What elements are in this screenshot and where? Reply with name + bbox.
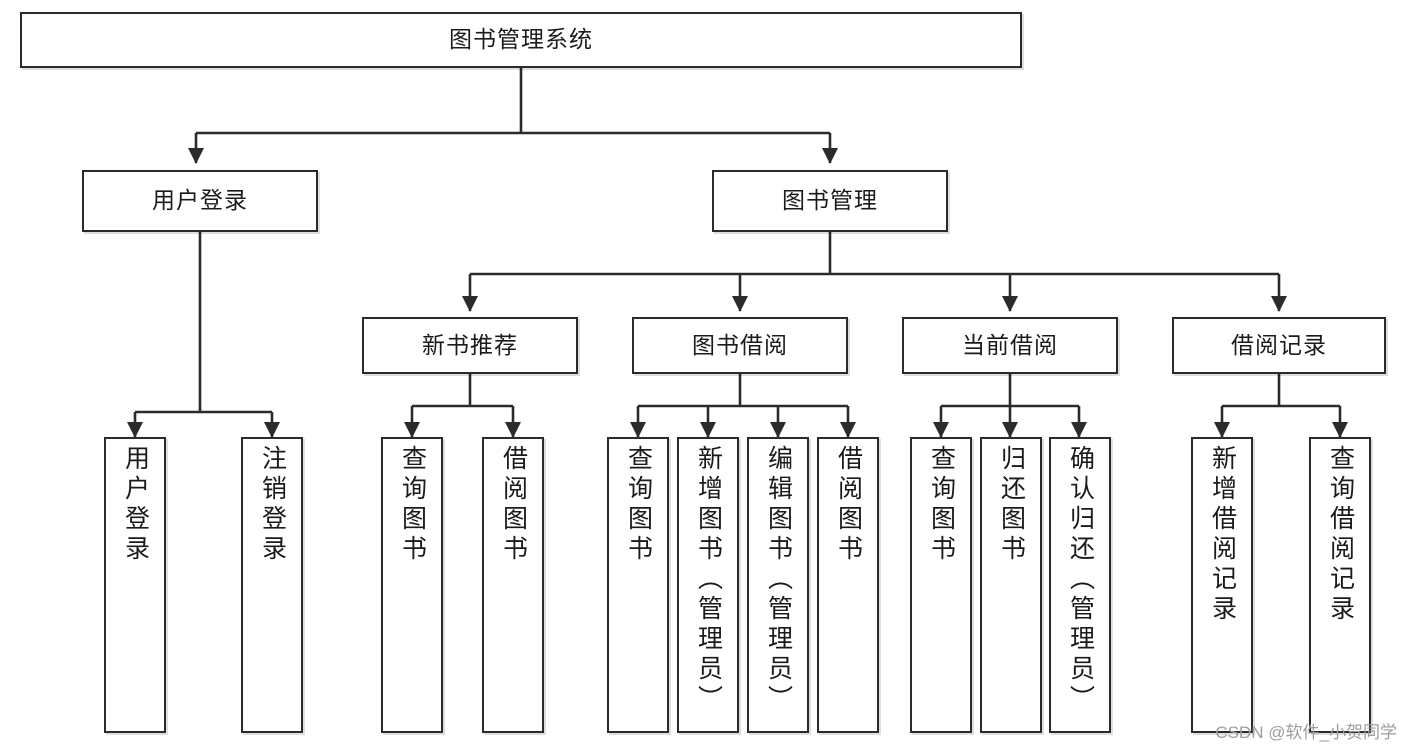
- node-leaf-query-book-3[interactable]: 查询图书: [910, 437, 972, 733]
- node-leaf-query-book-3-label: 查询图书: [927, 445, 956, 565]
- node-user-login[interactable]: 用户登录: [82, 170, 318, 232]
- node-current-borrow[interactable]: 当前借阅: [902, 317, 1118, 374]
- node-leaf-user-login[interactable]: 用户登录: [104, 437, 166, 733]
- node-leaf-confirm-return[interactable]: 确认归还（管理员）: [1049, 437, 1111, 733]
- node-leaf-logout-login-label: 注销登录: [258, 445, 287, 565]
- node-new-book-recommend[interactable]: 新书推荐: [362, 317, 578, 374]
- node-leaf-query-book-1[interactable]: 查询图书: [381, 437, 443, 733]
- node-book-management-label: 图书管理: [782, 187, 878, 214]
- node-leaf-query-book-2-label: 查询图书: [624, 445, 653, 565]
- csdn-watermark: CSDN @软件_小贺同学: [1215, 723, 1397, 742]
- node-leaf-edit-book[interactable]: 编辑图书（管理员）: [747, 437, 809, 733]
- node-leaf-borrow-book-1-label: 借阅图书: [499, 445, 528, 565]
- node-leaf-add-record-label: 新增借阅记录: [1208, 445, 1237, 625]
- node-leaf-query-book-1-label: 查询图书: [398, 445, 427, 565]
- node-leaf-add-record[interactable]: 新增借阅记录: [1191, 437, 1253, 733]
- node-leaf-query-record[interactable]: 查询借阅记录: [1309, 437, 1371, 733]
- node-leaf-borrow-book-2-label: 借阅图书: [834, 445, 863, 565]
- node-leaf-logout-login[interactable]: 注销登录: [241, 437, 303, 733]
- node-leaf-borrow-book-2[interactable]: 借阅图书: [817, 437, 879, 733]
- node-leaf-edit-book-label: 编辑图书（管理员）: [764, 445, 793, 715]
- node-user-login-label: 用户登录: [152, 187, 248, 214]
- node-book-borrow-label: 图书借阅: [692, 331, 788, 358]
- node-leaf-query-record-label: 查询借阅记录: [1326, 445, 1355, 625]
- node-leaf-add-book[interactable]: 新增图书（管理员）: [677, 437, 739, 733]
- node-book-borrow[interactable]: 图书借阅: [632, 317, 848, 374]
- node-borrow-record[interactable]: 借阅记录: [1172, 317, 1386, 374]
- node-leaf-borrow-book-1[interactable]: 借阅图书: [482, 437, 544, 733]
- node-leaf-user-login-label: 用户登录: [121, 445, 150, 565]
- node-leaf-confirm-return-label: 确认归还（管理员）: [1066, 445, 1095, 715]
- node-root-label: 图书管理系统: [449, 26, 593, 53]
- node-current-borrow-label: 当前借阅: [962, 331, 1058, 358]
- node-leaf-add-book-label: 新增图书（管理员）: [694, 445, 723, 715]
- node-book-management[interactable]: 图书管理: [712, 170, 948, 232]
- node-leaf-return-book[interactable]: 归还图书: [980, 437, 1042, 733]
- node-leaf-return-book-label: 归还图书: [997, 445, 1026, 565]
- node-borrow-record-label: 借阅记录: [1231, 331, 1327, 358]
- node-new-book-recommend-label: 新书推荐: [422, 331, 518, 358]
- node-root[interactable]: 图书管理系统: [20, 12, 1022, 68]
- node-leaf-query-book-2[interactable]: 查询图书: [607, 437, 669, 733]
